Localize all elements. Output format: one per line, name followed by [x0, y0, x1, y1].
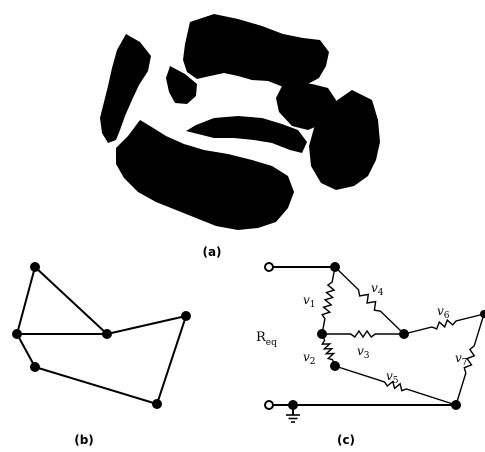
circuit-node: [317, 329, 327, 339]
resistor-v6: [403, 313, 485, 335]
resistor-circuit: v1 v2 v3 v4 v5 v6 v7 Req: [256, 262, 485, 423]
resistor-v2: [321, 333, 336, 367]
label-v3: v3: [357, 344, 370, 361]
circuit-node: [288, 400, 298, 410]
blob-upper-left: [100, 34, 151, 143]
graph-edge: [34, 366, 158, 405]
resistor-v4: [334, 266, 405, 335]
caption-c: (c): [337, 433, 355, 447]
network-graph: [12, 262, 191, 409]
circuit-node: [330, 361, 340, 371]
graph-edge: [106, 315, 187, 335]
caption-b: (b): [74, 433, 94, 447]
resistor-v5: [334, 365, 457, 406]
ground-terminal: [264, 400, 274, 410]
graph-node: [181, 311, 191, 321]
graph-node: [30, 262, 40, 272]
label-v7: v7: [455, 351, 468, 368]
graph-node: [30, 362, 40, 372]
blob-bottom: [116, 120, 294, 230]
graph-node: [102, 329, 112, 339]
blob-top-right: [183, 14, 329, 88]
label-v6: v6: [437, 304, 450, 321]
label-v2: v2: [303, 350, 316, 367]
graph-node: [152, 399, 162, 409]
blob-middle-strip: [186, 116, 307, 153]
label-v1: v1: [303, 293, 316, 310]
req-label: Req: [256, 330, 277, 348]
input-terminal: [264, 262, 274, 272]
ground-icon: [286, 414, 300, 423]
graph-edge: [16, 266, 36, 335]
circuit-node: [480, 310, 485, 318]
pore-image: [100, 14, 380, 230]
circuit-node: [330, 262, 340, 272]
graph-edge: [156, 315, 187, 405]
label-v5: v5: [386, 369, 399, 386]
graph-edge: [16, 333, 36, 368]
graph-edge: [34, 266, 108, 335]
blob-small-center: [166, 66, 197, 104]
blob-center-right: [276, 82, 336, 130]
circuit-node: [399, 329, 409, 339]
circuit-node: [451, 400, 461, 410]
label-v4: v4: [371, 281, 384, 298]
caption-a: (a): [202, 245, 221, 259]
resistor-v1: [321, 266, 336, 335]
resistor-v7: [455, 313, 485, 406]
graph-node: [12, 329, 22, 339]
resistor-v3: [322, 329, 404, 339]
